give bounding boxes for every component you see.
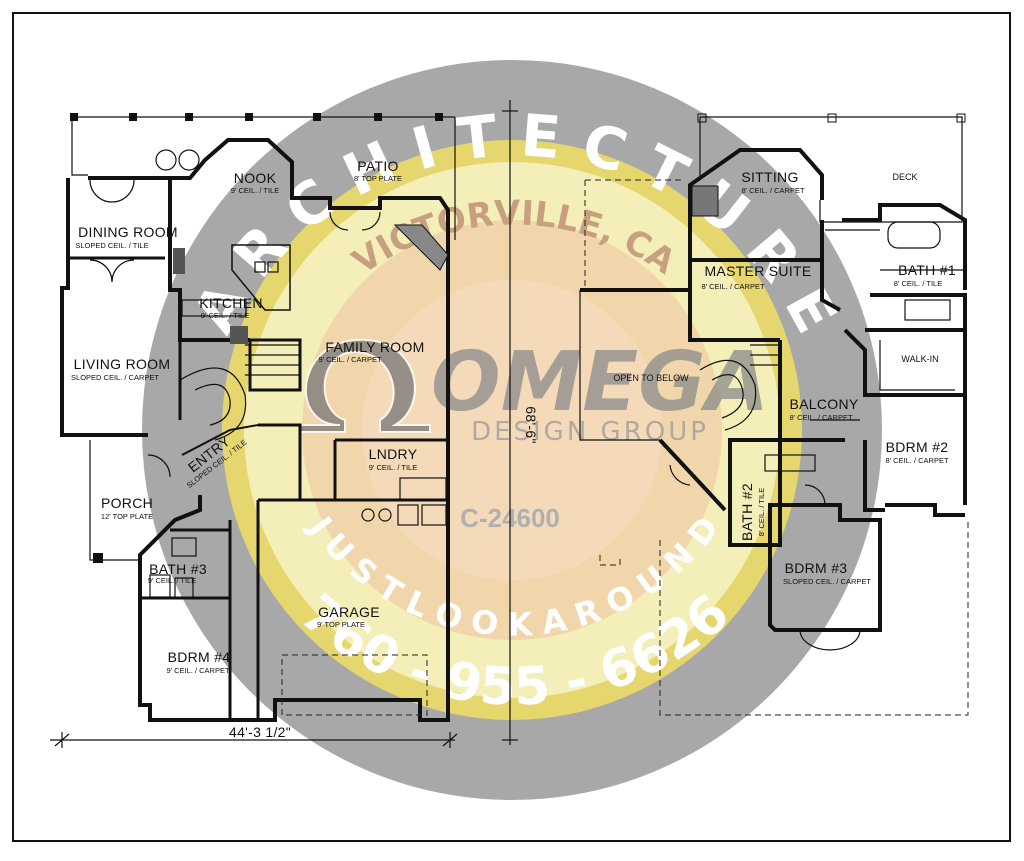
brand-name: OMEGA — [431, 335, 769, 430]
room-living-name: LIVING ROOM — [74, 356, 171, 372]
room-kitchen-name: KITCHEN — [199, 295, 263, 311]
watermark-seal: A R C H I T E C T U R E VICTORVILLE, CA … — [142, 60, 882, 800]
depth-dimension-line — [502, 100, 518, 745]
room-laundry-detail: 9' CEIL. / TILE — [369, 463, 417, 472]
room-dining-detail: SLOPED CEIL. / TILE — [75, 241, 148, 250]
second-floor-plan — [579, 113, 969, 716]
room-family-name: FAMILY ROOM — [325, 339, 424, 355]
room-bdrm3-detail: SLOPED CEIL. / CARPET — [783, 577, 871, 586]
room-kitchen-detail: 9' CEIL. / TILE — [201, 311, 249, 320]
omega-symbol-icon — [299, 338, 431, 433]
room-bath2-detail: 8' CEIL. / TILE — [757, 488, 766, 536]
room-balcony-detail: 8' CEIL. / CARPET — [789, 413, 853, 422]
room-bath3-name: BATH #3 — [149, 561, 207, 577]
room-bdrm3-name: BDRM #3 — [785, 560, 848, 576]
room-bath1-name: BATH #1 — [898, 262, 956, 278]
second-floor-room-labels: SITTING 8' CEIL. / CARPET DECK MASTER SU… — [613, 169, 956, 586]
room-patio-detail: 8' TOP PLATE — [354, 174, 402, 183]
room-sitting-detail: 8' CEIL. / CARPET — [741, 186, 805, 195]
room-porch-name: PORCH — [101, 495, 153, 511]
room-bdrm2-detail: 8' CEIL. / CARPET — [885, 456, 949, 465]
first-floor-stair — [179, 344, 300, 441]
room-patio-name: PATIO — [357, 158, 398, 174]
room-bath2-name: BATH #2 — [739, 483, 755, 541]
width-dimension-line — [50, 732, 458, 748]
room-garage-name: GARAGE — [318, 604, 380, 620]
room-living-detail: SLOPED CEIL. / CARPET — [71, 373, 159, 382]
room-sitting-name: SITTING — [741, 169, 798, 185]
kitchen-island — [173, 244, 291, 344]
room-master-name: MASTER SUITE — [704, 263, 811, 279]
room-laundry-name: LNDRY — [369, 446, 418, 462]
room-family-detail: 9' CEIL. / CARPET — [318, 355, 382, 364]
room-open-below-name: OPEN TO BELOW — [613, 373, 689, 383]
room-porch-detail: 12' TOP PLATE — [101, 512, 153, 521]
width-dimension-label: 44'-3 1/2" — [229, 724, 291, 740]
first-floor-plan — [50, 100, 518, 748]
room-master-detail: 8' CEIL. / CARPET — [701, 282, 765, 291]
room-garage-detail: 9' TOP PLATE — [317, 620, 365, 629]
room-walkin-name: WALK-IN — [901, 354, 938, 364]
fireplace-icon — [393, 224, 449, 271]
room-nook-detail: 9' CEIL. / TILE — [231, 186, 279, 195]
room-dining-name: DINING ROOM — [78, 224, 178, 240]
second-floor-stair — [699, 344, 780, 431]
room-bath1-detail: 8' CEIL. / TILE — [894, 279, 942, 288]
room-bdrm4-name: BDRM #4 — [168, 649, 231, 665]
room-bdrm4-detail: 9' CEIL. / CARPET — [166, 666, 230, 675]
depth-dimension-label: 68'-6" — [523, 406, 539, 443]
room-bath3-detail: 9' CEIL. / TILE — [148, 576, 196, 585]
room-nook-name: NOOK — [234, 170, 277, 186]
room-deck-name: DECK — [892, 172, 917, 182]
room-balcony-name: BALCONY — [789, 396, 858, 412]
room-bdrm2-name: BDRM #2 — [886, 439, 949, 455]
brand-subtitle: DESIGN GROUP — [471, 417, 709, 447]
